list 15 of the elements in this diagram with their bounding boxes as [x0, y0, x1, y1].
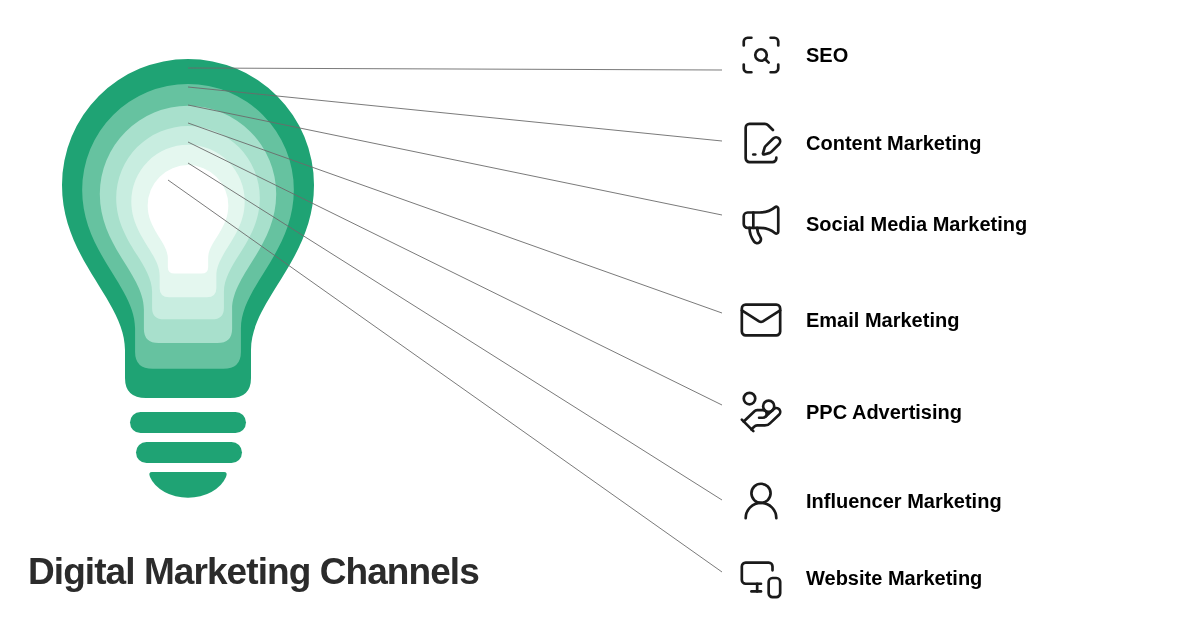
- leader-line: [187, 162, 723, 501]
- channel-label: Social Media Marketing: [806, 212, 1028, 237]
- leader-line: [187, 141, 723, 406]
- channel-label: SEO: [806, 43, 849, 68]
- channel-label: Website Marketing: [806, 566, 983, 591]
- leader-line: [187, 104, 723, 216]
- channel-label: Influencer Marketing: [806, 489, 1002, 514]
- leader-line: [187, 122, 723, 314]
- channel-label: PPC Advertising: [806, 400, 962, 425]
- leader-line: [167, 179, 723, 573]
- title: Digital Marketing Channels: [28, 550, 479, 594]
- channel-label: Content Marketing: [806, 131, 982, 156]
- channel-label: Email Marketing: [806, 308, 960, 333]
- leader-line: [187, 86, 723, 142]
- leader-line: [187, 67, 723, 71]
